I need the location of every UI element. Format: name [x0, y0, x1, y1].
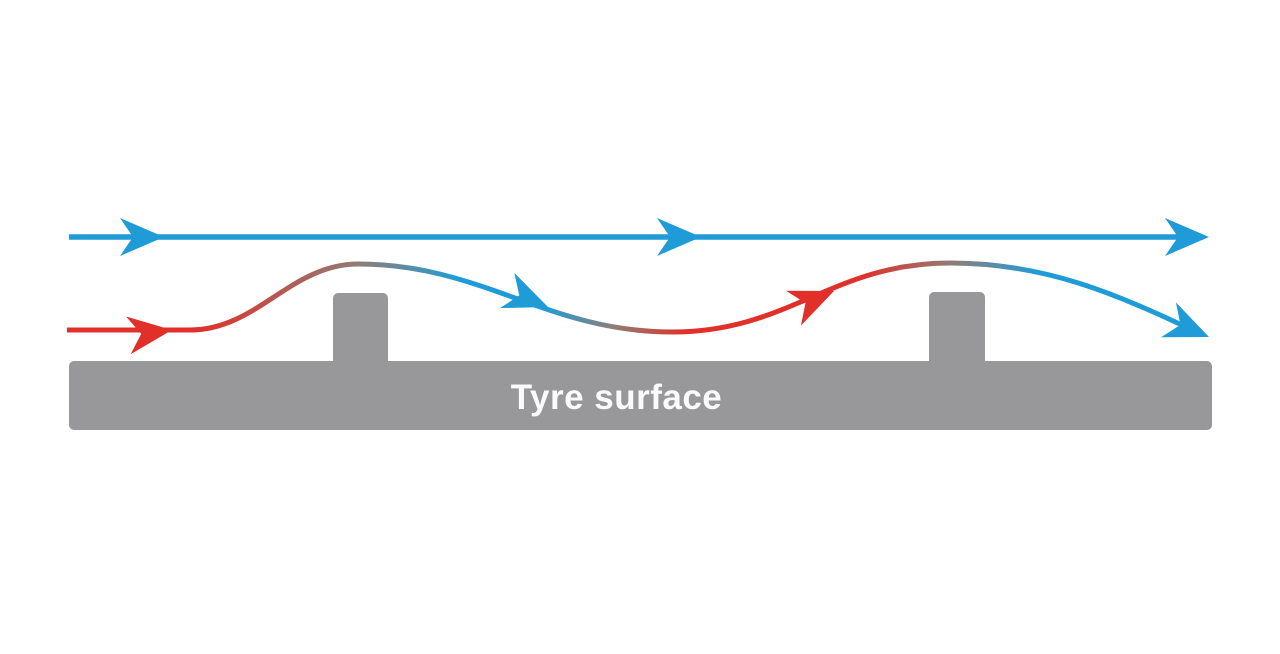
tread-block-right: [929, 292, 985, 368]
tyre-surface-base: Tyre surface: [69, 361, 1212, 430]
surface-flow-blue-arrow-end-icon: [1161, 302, 1217, 355]
surface-flow-blue-arrow-descent-icon: [500, 272, 556, 325]
freestream-flow-line: [69, 218, 1209, 256]
surface-flow-line: [67, 260, 1217, 355]
surface-flow-red-arrow-ascent-icon: [786, 273, 842, 326]
tread-block-left: [333, 293, 388, 368]
surface-flow-red-arrow-left-icon: [126, 311, 175, 355]
surface-flow-stroke: [67, 260, 1205, 338]
tyre-surface-label: Tyre surface: [510, 377, 723, 417]
